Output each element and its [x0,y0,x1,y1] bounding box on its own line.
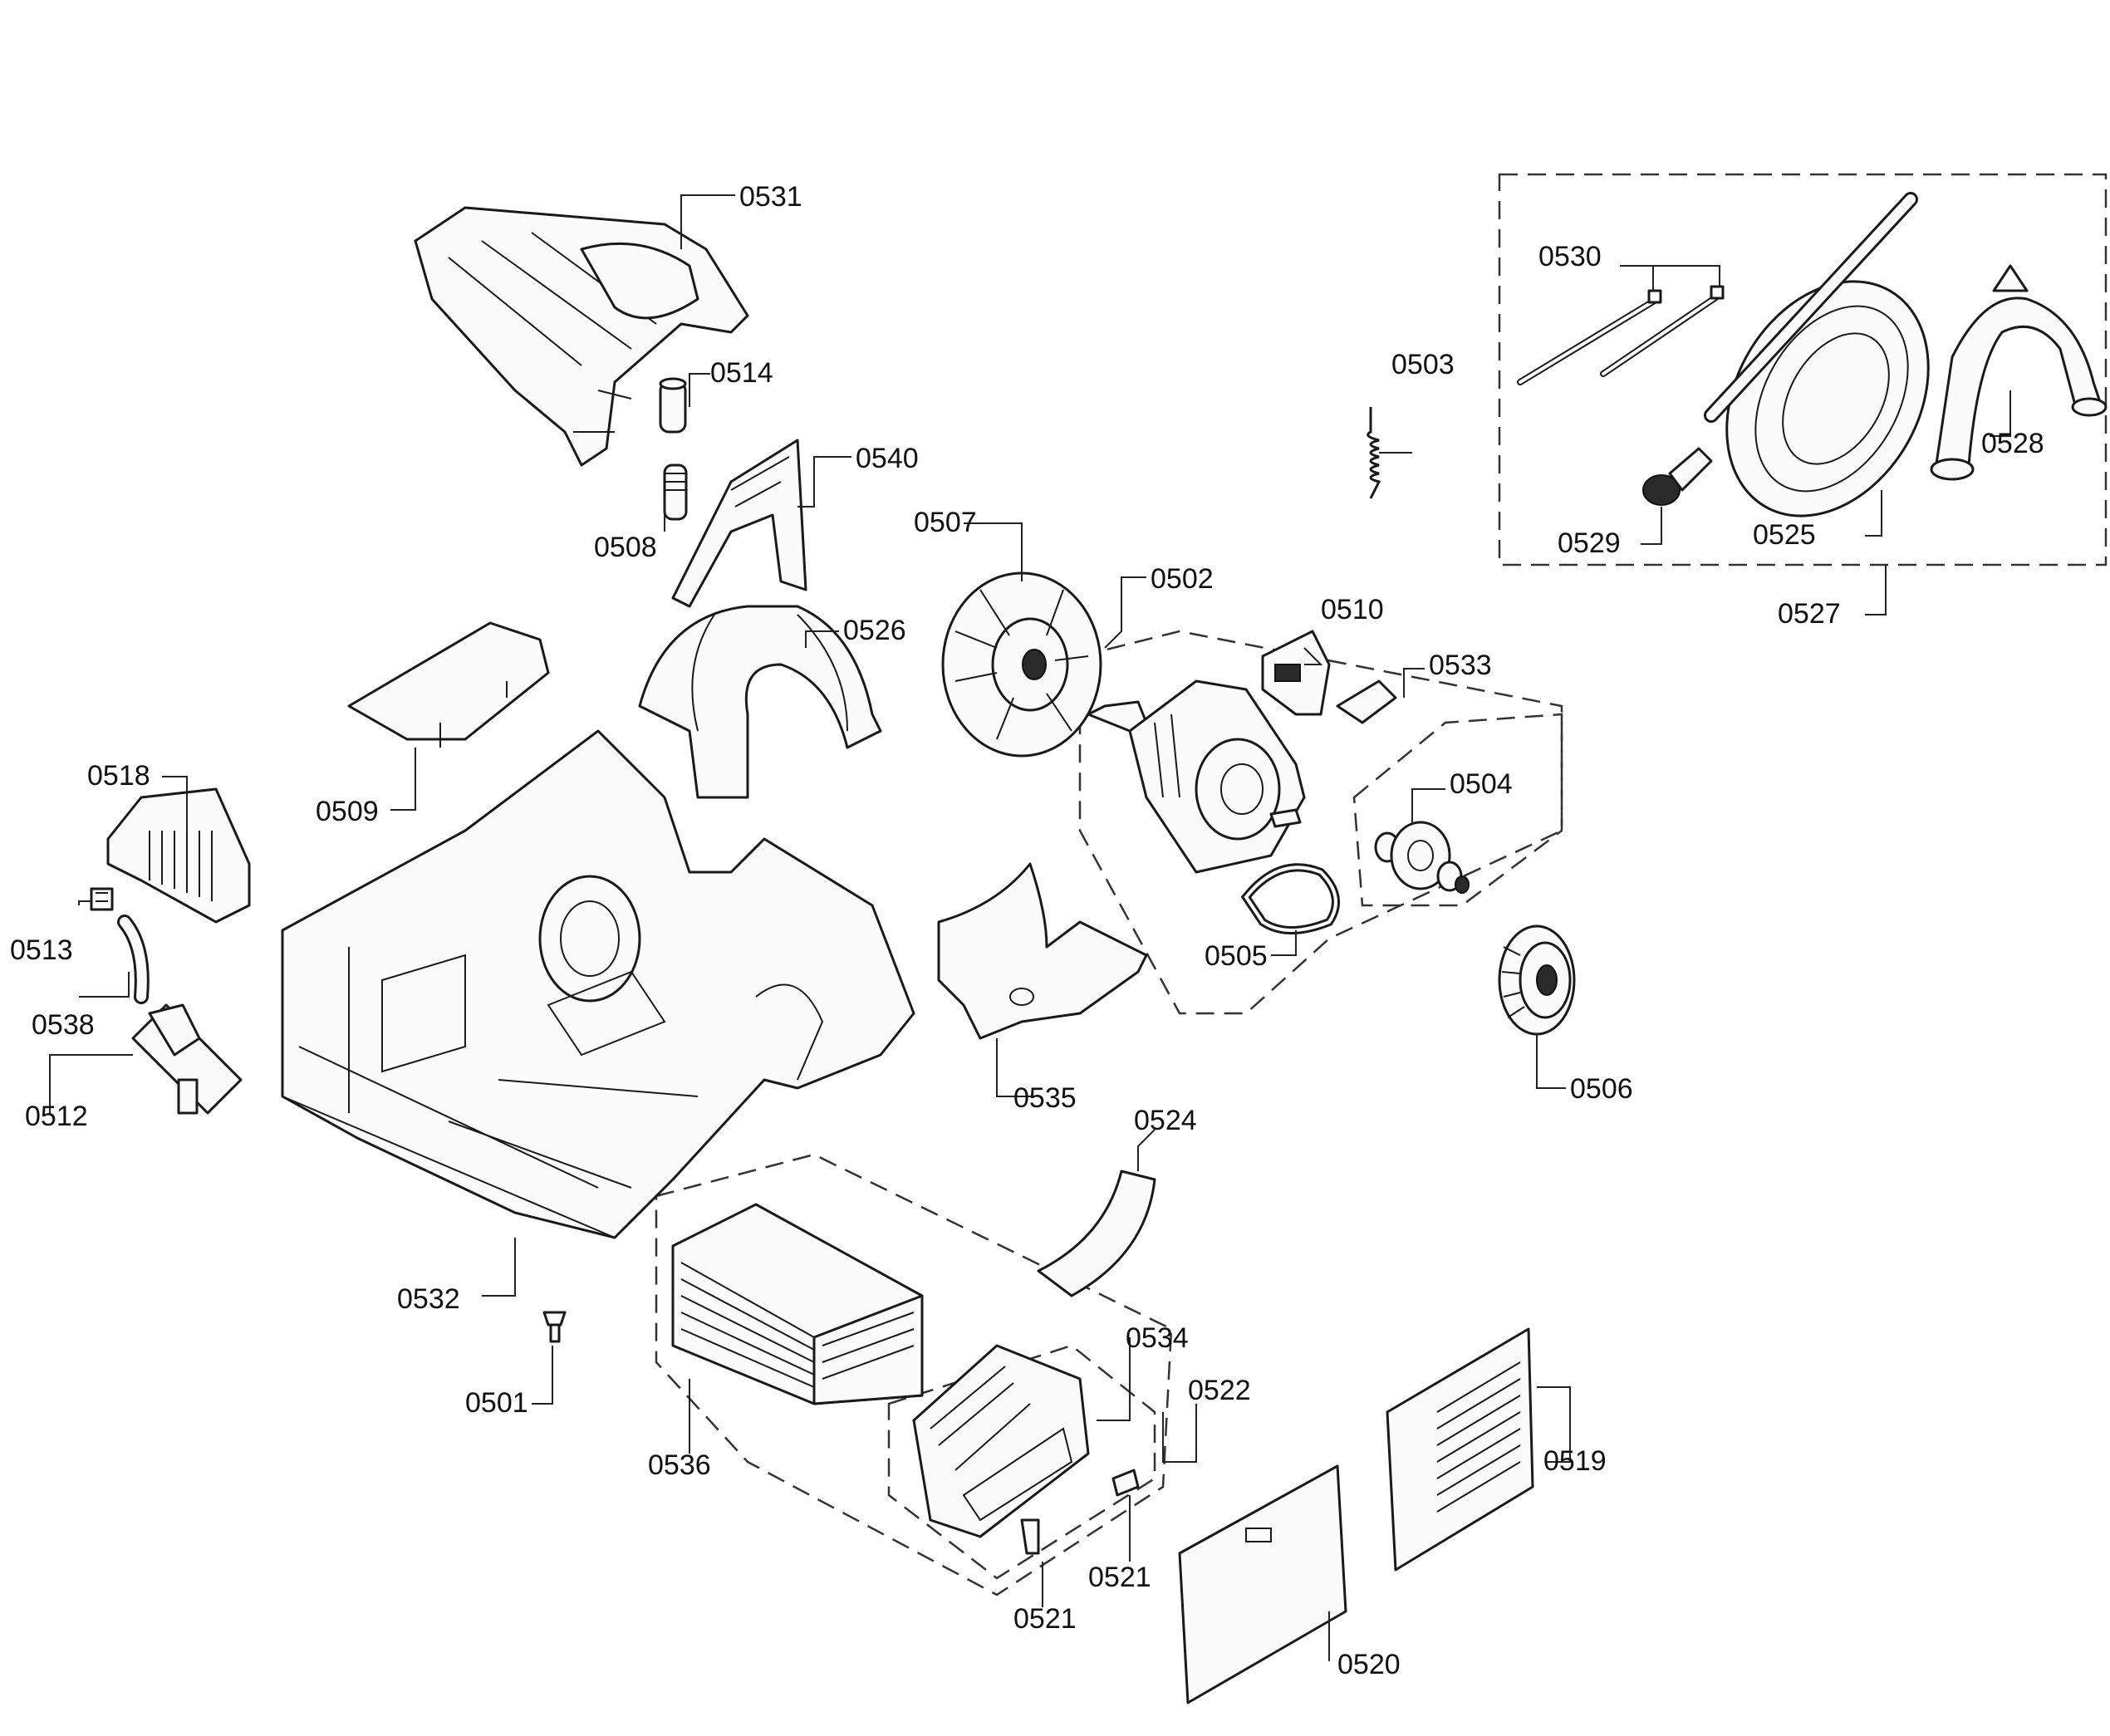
filter-0534 [912,1344,1090,1538]
part-0508-cylinder [663,463,688,521]
filter-kit-outline [887,1344,1156,1580]
label-0521-a: 0521 [1013,1603,1077,1635]
label-0521-b: 0521 [1088,1562,1151,1593]
bracket-0540 [671,439,807,608]
heat-exchanger-kit-outline [655,1153,1173,1596]
duct-top-0531 [414,206,749,467]
hose-0538 [117,915,150,1004]
label-0502: 0502 [1151,563,1214,595]
label-0504: 0504 [1450,768,1513,800]
label-0538: 0538 [32,1009,95,1041]
label-0501: 0501 [465,1387,528,1419]
label-0509: 0509 [316,796,379,827]
base-frame-0532 [281,729,915,1239]
label-0527: 0527 [1778,598,1841,630]
heater-0518 [106,787,251,924]
label-0530: 0530 [1538,241,1602,272]
label-0540: 0540 [856,443,919,474]
bracket-0510 [1261,630,1331,716]
blower-wheel-0506 [1498,924,1576,1036]
label-0534: 0534 [1126,1322,1189,1354]
label-0507: 0507 [914,507,977,538]
label-0505: 0505 [1205,940,1268,972]
label-0508: 0508 [594,532,657,563]
heat-exchanger-0536 [671,1203,924,1405]
part-0514-cylinder [659,377,687,434]
label-0529: 0529 [1558,527,1621,559]
hose-0525 [1704,192,1930,517]
label-0526: 0526 [843,615,906,646]
screw-0501 [542,1311,567,1343]
clip-0513 [90,887,114,911]
fan-wheel-0507 [941,571,1102,758]
clip-0521-b [1111,1469,1140,1497]
bracket-0528 [1930,264,2108,481]
label-0531: 0531 [739,181,802,213]
label-0520: 0520 [1337,1649,1401,1680]
label-0525: 0525 [1753,519,1816,551]
clip-0521-a [1020,1518,1040,1555]
duct-0535 [937,862,1148,1040]
duct-0526 [638,605,882,799]
accessory-kit-outline [1498,173,2108,566]
adapter-0529 [1642,447,1713,506]
part-labels: 0531 0514 0508 0540 0507 0526 0502 0509 … [10,181,2044,1680]
label-0533: 0533 [1429,650,1492,681]
motor-0502 [1087,679,1306,874]
label-0532: 0532 [397,1283,460,1315]
label-0528: 0528 [1981,428,2044,459]
label-0522: 0522 [1188,1375,1251,1406]
cable-tie-0530-b [1600,285,1725,377]
grille-panel-0519 [1386,1327,1534,1572]
belt-0505 [1240,863,1340,934]
label-0503: 0503 [1391,349,1455,380]
panel-0524 [1037,1170,1156,1297]
label-0536: 0536 [648,1449,711,1481]
cover-panel-0520 [1178,1464,1347,1704]
plate-0509 [347,621,550,748]
label-0524: 0524 [1134,1105,1197,1136]
label-0513: 0513 [10,934,73,966]
spring-0503 [1367,407,1381,499]
leader-lines [49,194,2011,1661]
pulley-0504 [1374,821,1470,894]
bracket-0533 [1336,679,1397,724]
cable-tie-0530-a [1517,289,1662,385]
label-0512: 0512 [25,1101,88,1132]
label-0506: 0506 [1570,1073,1633,1105]
bearing-kit-outline [1352,713,1563,907]
label-0518: 0518 [87,760,150,792]
label-0510: 0510 [1321,594,1384,625]
label-0514: 0514 [710,357,773,389]
valve-0512 [131,1003,243,1115]
label-0519: 0519 [1543,1445,1607,1477]
label-0535: 0535 [1013,1082,1077,1114]
